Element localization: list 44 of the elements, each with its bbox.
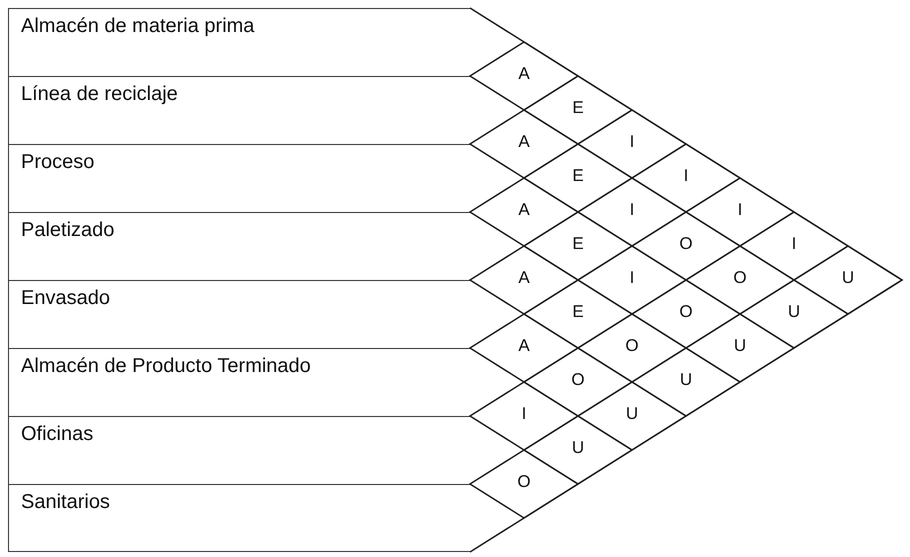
department-row <box>8 416 470 484</box>
relationship-code: U <box>840 268 856 288</box>
relationship-code: O <box>624 336 640 356</box>
relationship-code: E <box>571 98 585 118</box>
relationship-code: O <box>732 268 748 288</box>
relationship-code: I <box>682 166 690 186</box>
relationship-code: I <box>628 200 636 220</box>
department-row <box>8 144 470 212</box>
relationship-code: A <box>517 336 531 356</box>
department-row <box>8 8 470 76</box>
relationship-code: I <box>628 268 636 288</box>
department-name: Proceso <box>21 151 94 174</box>
department-row <box>8 348 470 416</box>
relationship-code: U <box>624 404 640 424</box>
relationship-code: I <box>520 404 528 424</box>
relationship-code: I <box>790 234 798 254</box>
department-name: Sanitarios <box>21 491 110 514</box>
relationship-code: U <box>786 302 802 322</box>
relationship-code: E <box>571 234 585 254</box>
department-name: Línea de reciclaje <box>21 83 178 106</box>
relationship-code: I <box>628 132 636 152</box>
relationship-code: I <box>736 200 744 220</box>
relationship-code: A <box>517 64 531 84</box>
relationship-code: A <box>517 268 531 288</box>
department-name: Envasado <box>21 287 110 310</box>
department-row <box>8 212 470 280</box>
relationship-code: O <box>570 370 586 390</box>
relationship-code: O <box>516 472 532 492</box>
department-name: Almacén de materia prima <box>21 15 254 38</box>
relationship-code: O <box>678 234 694 254</box>
department-name: Almacén de Producto Terminado <box>21 355 311 378</box>
department-row <box>8 280 470 348</box>
relationship-code: O <box>678 302 694 322</box>
relationship-code: U <box>570 438 586 458</box>
relationship-code: E <box>571 302 585 322</box>
department-row <box>8 76 470 144</box>
relationship-code: U <box>678 370 694 390</box>
relationship-code: A <box>517 200 531 220</box>
department-row <box>8 484 470 552</box>
department-name: Paletizado <box>21 219 114 242</box>
relationship-code: A <box>517 132 531 152</box>
relationship-code: E <box>571 166 585 186</box>
relationship-code: U <box>732 336 748 356</box>
department-name: Oficinas <box>21 423 94 446</box>
